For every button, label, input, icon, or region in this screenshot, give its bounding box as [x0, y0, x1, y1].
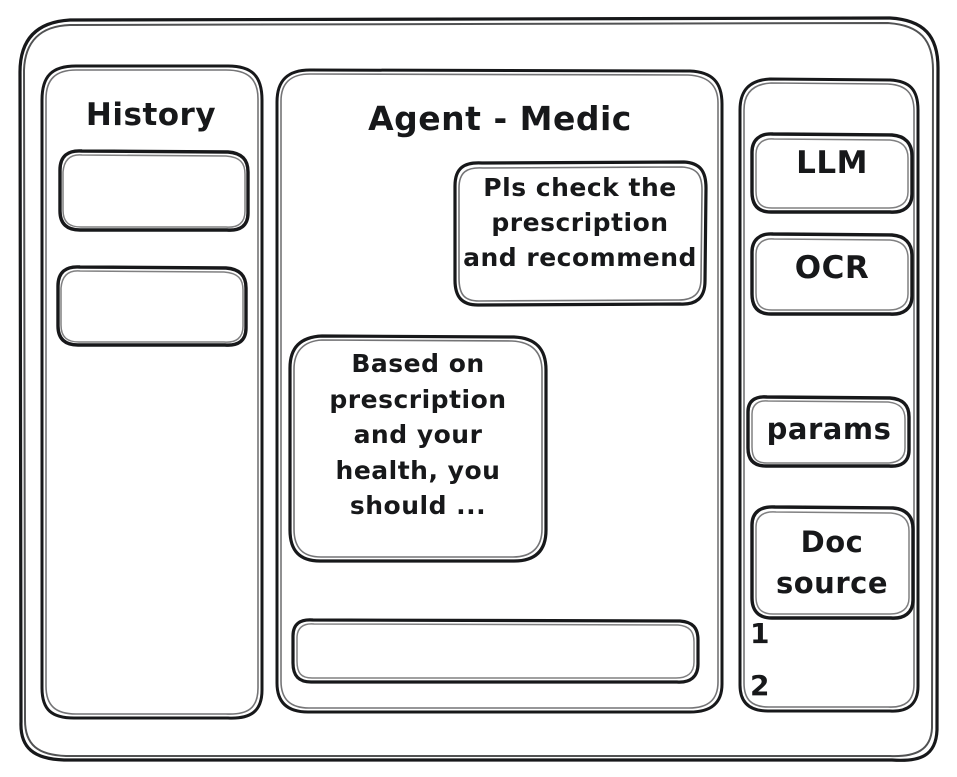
doc-source-box-shape: [750, 505, 915, 620]
history-item-1-shape: [58, 149, 250, 232]
tools-panel: [738, 77, 920, 713]
history-item-1[interactable]: [58, 150, 250, 232]
ocr-button-shape: [750, 232, 914, 316]
assistant-message-bubble: [288, 334, 548, 563]
llm-button[interactable]: [750, 132, 914, 214]
ocr-button[interactable]: [750, 232, 914, 316]
window-frame: [18, 16, 940, 762]
main-panel: [275, 68, 724, 714]
history-panel: [40, 64, 264, 720]
params-button-shape: [746, 395, 911, 468]
history-item-2-shape: [56, 265, 248, 347]
doc-source-button[interactable]: [750, 505, 915, 620]
llm-button-shape: [750, 132, 914, 214]
user-message-bubble: [453, 160, 708, 307]
composer-input[interactable]: [291, 618, 700, 684]
params-button[interactable]: [746, 395, 911, 468]
history-item-2[interactable]: [56, 266, 248, 347]
composer-input-shape: [291, 618, 700, 684]
